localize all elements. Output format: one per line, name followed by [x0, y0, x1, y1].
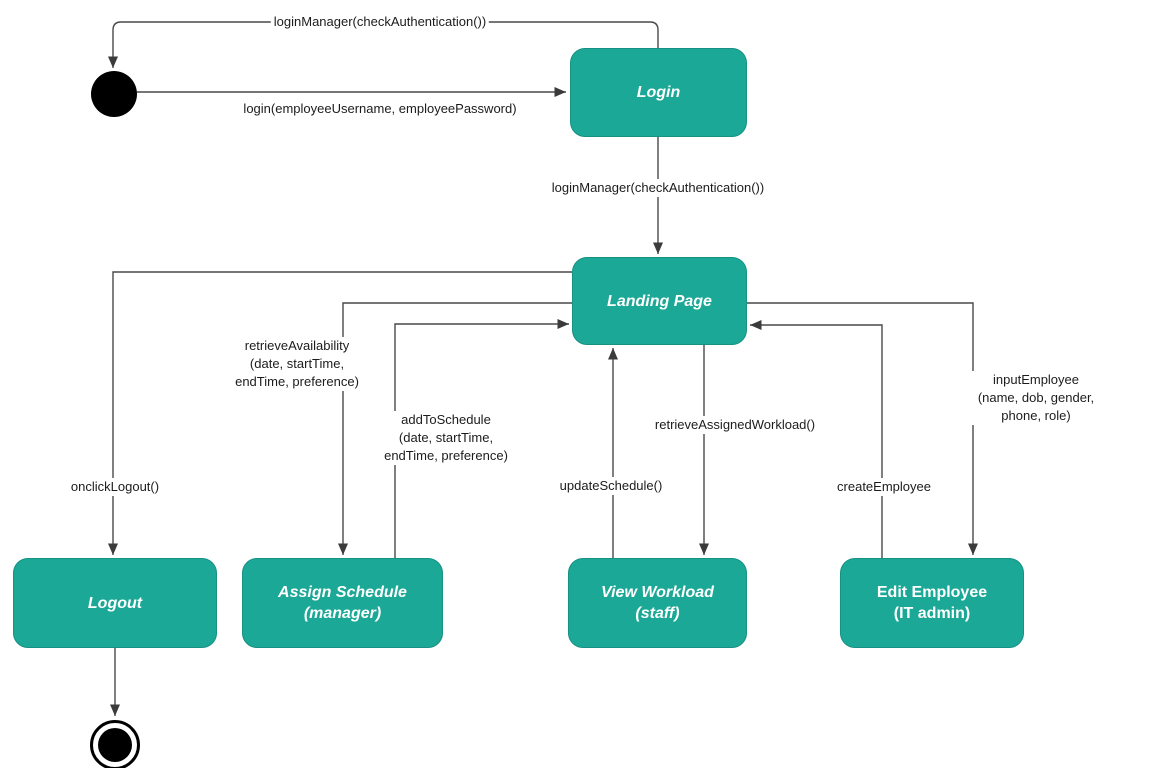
state-landing-page: Landing Page	[572, 257, 747, 345]
label-update-schedule: updateSchedule()	[556, 477, 666, 495]
initial-state-node	[91, 71, 137, 117]
label-onclick-logout: onclickLogout()	[67, 478, 163, 496]
label-initial-to-login: login(employeeUsername, employeePassword…	[240, 100, 520, 118]
state-assign-schedule: Assign Schedule (manager)	[242, 558, 443, 648]
edge-landing-to-assign-schedule	[338, 302, 572, 555]
state-view-workload: View Workload (staff)	[568, 558, 747, 648]
final-state-inner-dot	[98, 728, 132, 762]
label-retrieve-availability: retrieveAvailability (date, startTime, e…	[232, 337, 362, 391]
state-login: Login	[570, 48, 747, 137]
state-edit-employee: Edit Employee (IT admin)	[840, 558, 1024, 648]
label-create-employee: createEmployee	[834, 478, 934, 496]
edge-edit-employee-to-landing	[750, 320, 883, 558]
edge-landing-to-edit-employee	[747, 302, 978, 555]
label-input-employee: inputEmployee (name, dob, gender, phone,…	[966, 371, 1106, 425]
label-login-loop: loginManager(checkAuthentication())	[270, 13, 490, 31]
label-retrieve-assigned-workload: retrieveAssignedWorkload()	[651, 416, 819, 434]
state-logout: Logout	[13, 558, 217, 648]
label-login-to-landing: loginManager(checkAuthentication())	[548, 179, 768, 197]
edge-assign-schedule-to-landing	[394, 319, 569, 558]
label-add-to-schedule: addToSchedule (date, startTime, endTime,…	[381, 411, 511, 465]
final-state-node	[90, 720, 140, 768]
edge-landing-to-logout	[108, 271, 572, 555]
